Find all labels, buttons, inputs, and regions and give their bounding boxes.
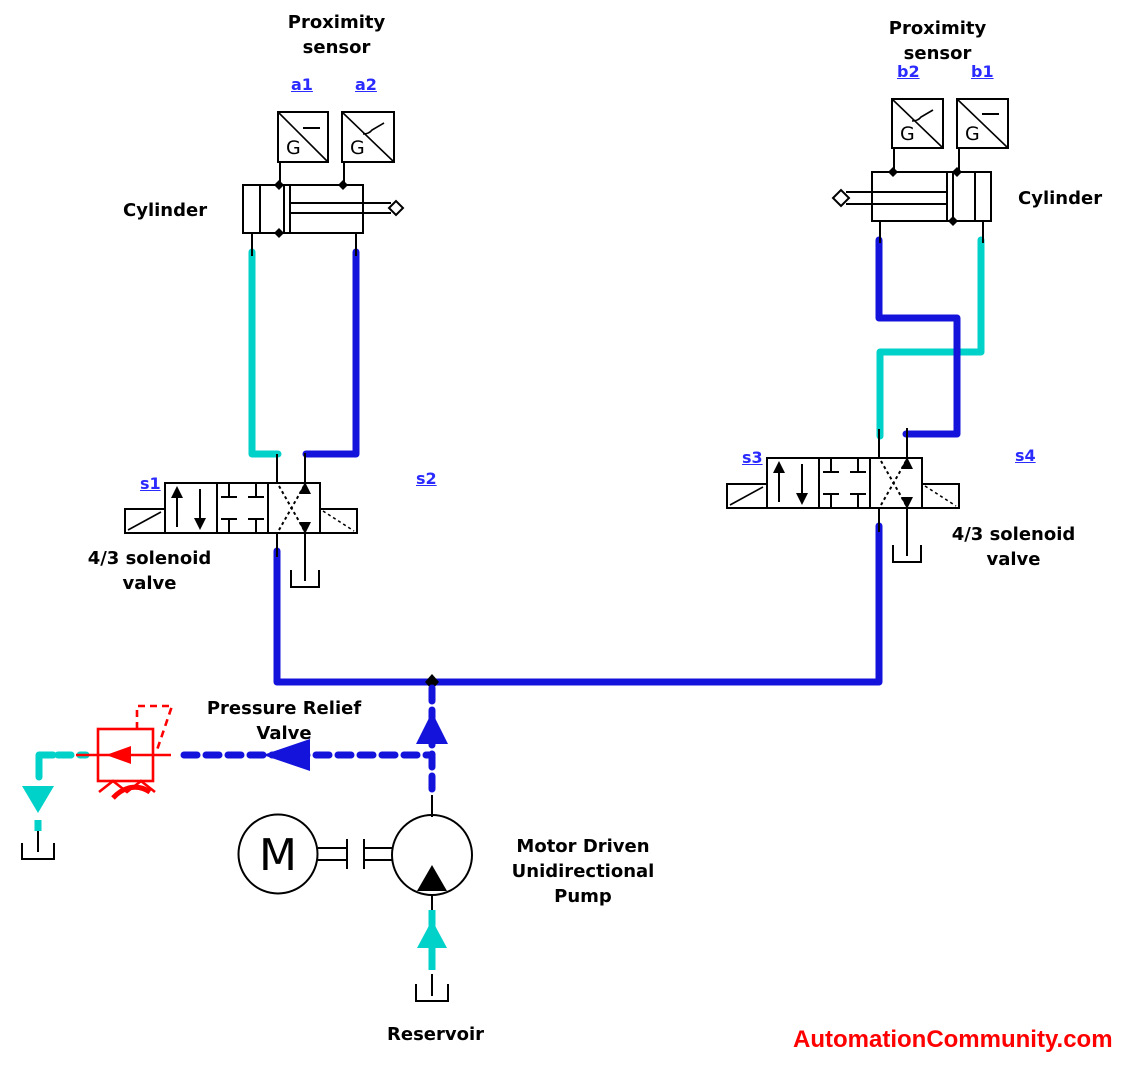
sensor-anchor	[888, 167, 898, 177]
sensor-glyph: G	[286, 137, 301, 159]
sensor-glyph: G	[900, 123, 915, 145]
pressure-bus	[273, 522, 883, 690]
pump-flow-triangle	[417, 865, 447, 891]
sensor-box	[891, 98, 944, 149]
relief-valve-caption: Pressure Relief Valve	[206, 698, 362, 744]
hydraulic-pump	[391, 814, 473, 912]
sensor-anchor	[274, 228, 284, 238]
contact-symbol	[911, 109, 934, 122]
sensor-glyph: G	[965, 123, 980, 145]
pilot-line	[135, 704, 174, 754]
pump-delivery-line	[416, 684, 448, 817]
relief-branch-line	[180, 739, 436, 771]
reservoir-tank	[415, 974, 449, 1002]
cylinder-right-hoses	[875, 236, 985, 440]
flow-arrow-down	[22, 786, 54, 813]
proximity-sensor-b1: G	[956, 98, 1009, 172]
rod-end	[831, 188, 851, 208]
valve-right-caption: 4/3 solenoid valve	[951, 524, 1076, 570]
sensor-anchor	[948, 216, 958, 226]
proximity-sensor-left-label: Proximity sensor	[287, 12, 386, 58]
flow-arrow-up	[417, 920, 447, 948]
solenoid-tag-s1[interactable]: s1	[140, 474, 161, 493]
sensor-box	[277, 111, 329, 163]
electric-motor: M	[237, 813, 319, 895]
proximity-sensor-right-label: Proximity sensor	[888, 18, 987, 64]
spring-symbol	[111, 784, 152, 800]
proximity-sensor-a1: G	[277, 111, 329, 185]
sensor-tag-b2[interactable]: b2	[897, 62, 920, 81]
sensor-box	[956, 98, 1009, 149]
sensor-anchor	[952, 167, 962, 177]
cylinder-left	[242, 180, 405, 256]
suction-line	[417, 910, 447, 970]
solenoid-tag-s2[interactable]: s2	[416, 469, 437, 488]
sensor-tag-a1[interactable]: a1	[291, 75, 313, 94]
reservoir-caption: Reservoir	[387, 1024, 485, 1045]
flow-arrow-up	[416, 712, 448, 744]
sensor-tag-b1[interactable]: b1	[971, 62, 994, 81]
shaft-coupling	[318, 839, 393, 869]
valve-left-caption: 4/3 solenoid valve	[87, 548, 212, 594]
spring-symbol	[98, 779, 156, 794]
tank-symbol	[415, 984, 449, 1002]
proximity-sensor-b2: G	[891, 98, 944, 172]
junction-dot	[425, 674, 439, 690]
flow-arrow-left	[263, 739, 310, 771]
sensor-anchor	[274, 180, 284, 190]
proximity-sensor-a2: G	[341, 111, 395, 185]
sensor-glyph: G	[350, 137, 365, 159]
cylinder-right	[831, 167, 992, 243]
cylinder-left-label: Cylinder	[123, 200, 208, 221]
cylinder-left-hoses	[248, 248, 360, 458]
solenoid-tag-s4[interactable]: s4	[1015, 446, 1036, 465]
sensor-tag-a2[interactable]: a2	[355, 75, 377, 94]
pump-caption: Motor Driven Unidirectional Pump	[511, 836, 655, 907]
relief-flow-arrow	[106, 746, 131, 764]
tank-symbol	[21, 843, 55, 860]
sensor-box	[341, 111, 395, 163]
sensor-anchor	[338, 180, 348, 190]
relief-drain-line	[21, 751, 90, 860]
pressure-relief-valve	[76, 704, 174, 800]
motor-letter: M	[259, 830, 297, 881]
branding-text: AutomationCommunity.com	[793, 1026, 1113, 1053]
solenoid-tag-s3[interactable]: s3	[742, 448, 763, 467]
contact-symbol	[362, 122, 385, 135]
cylinder-right-label: Cylinder	[1018, 188, 1103, 209]
rod-end	[387, 199, 405, 217]
